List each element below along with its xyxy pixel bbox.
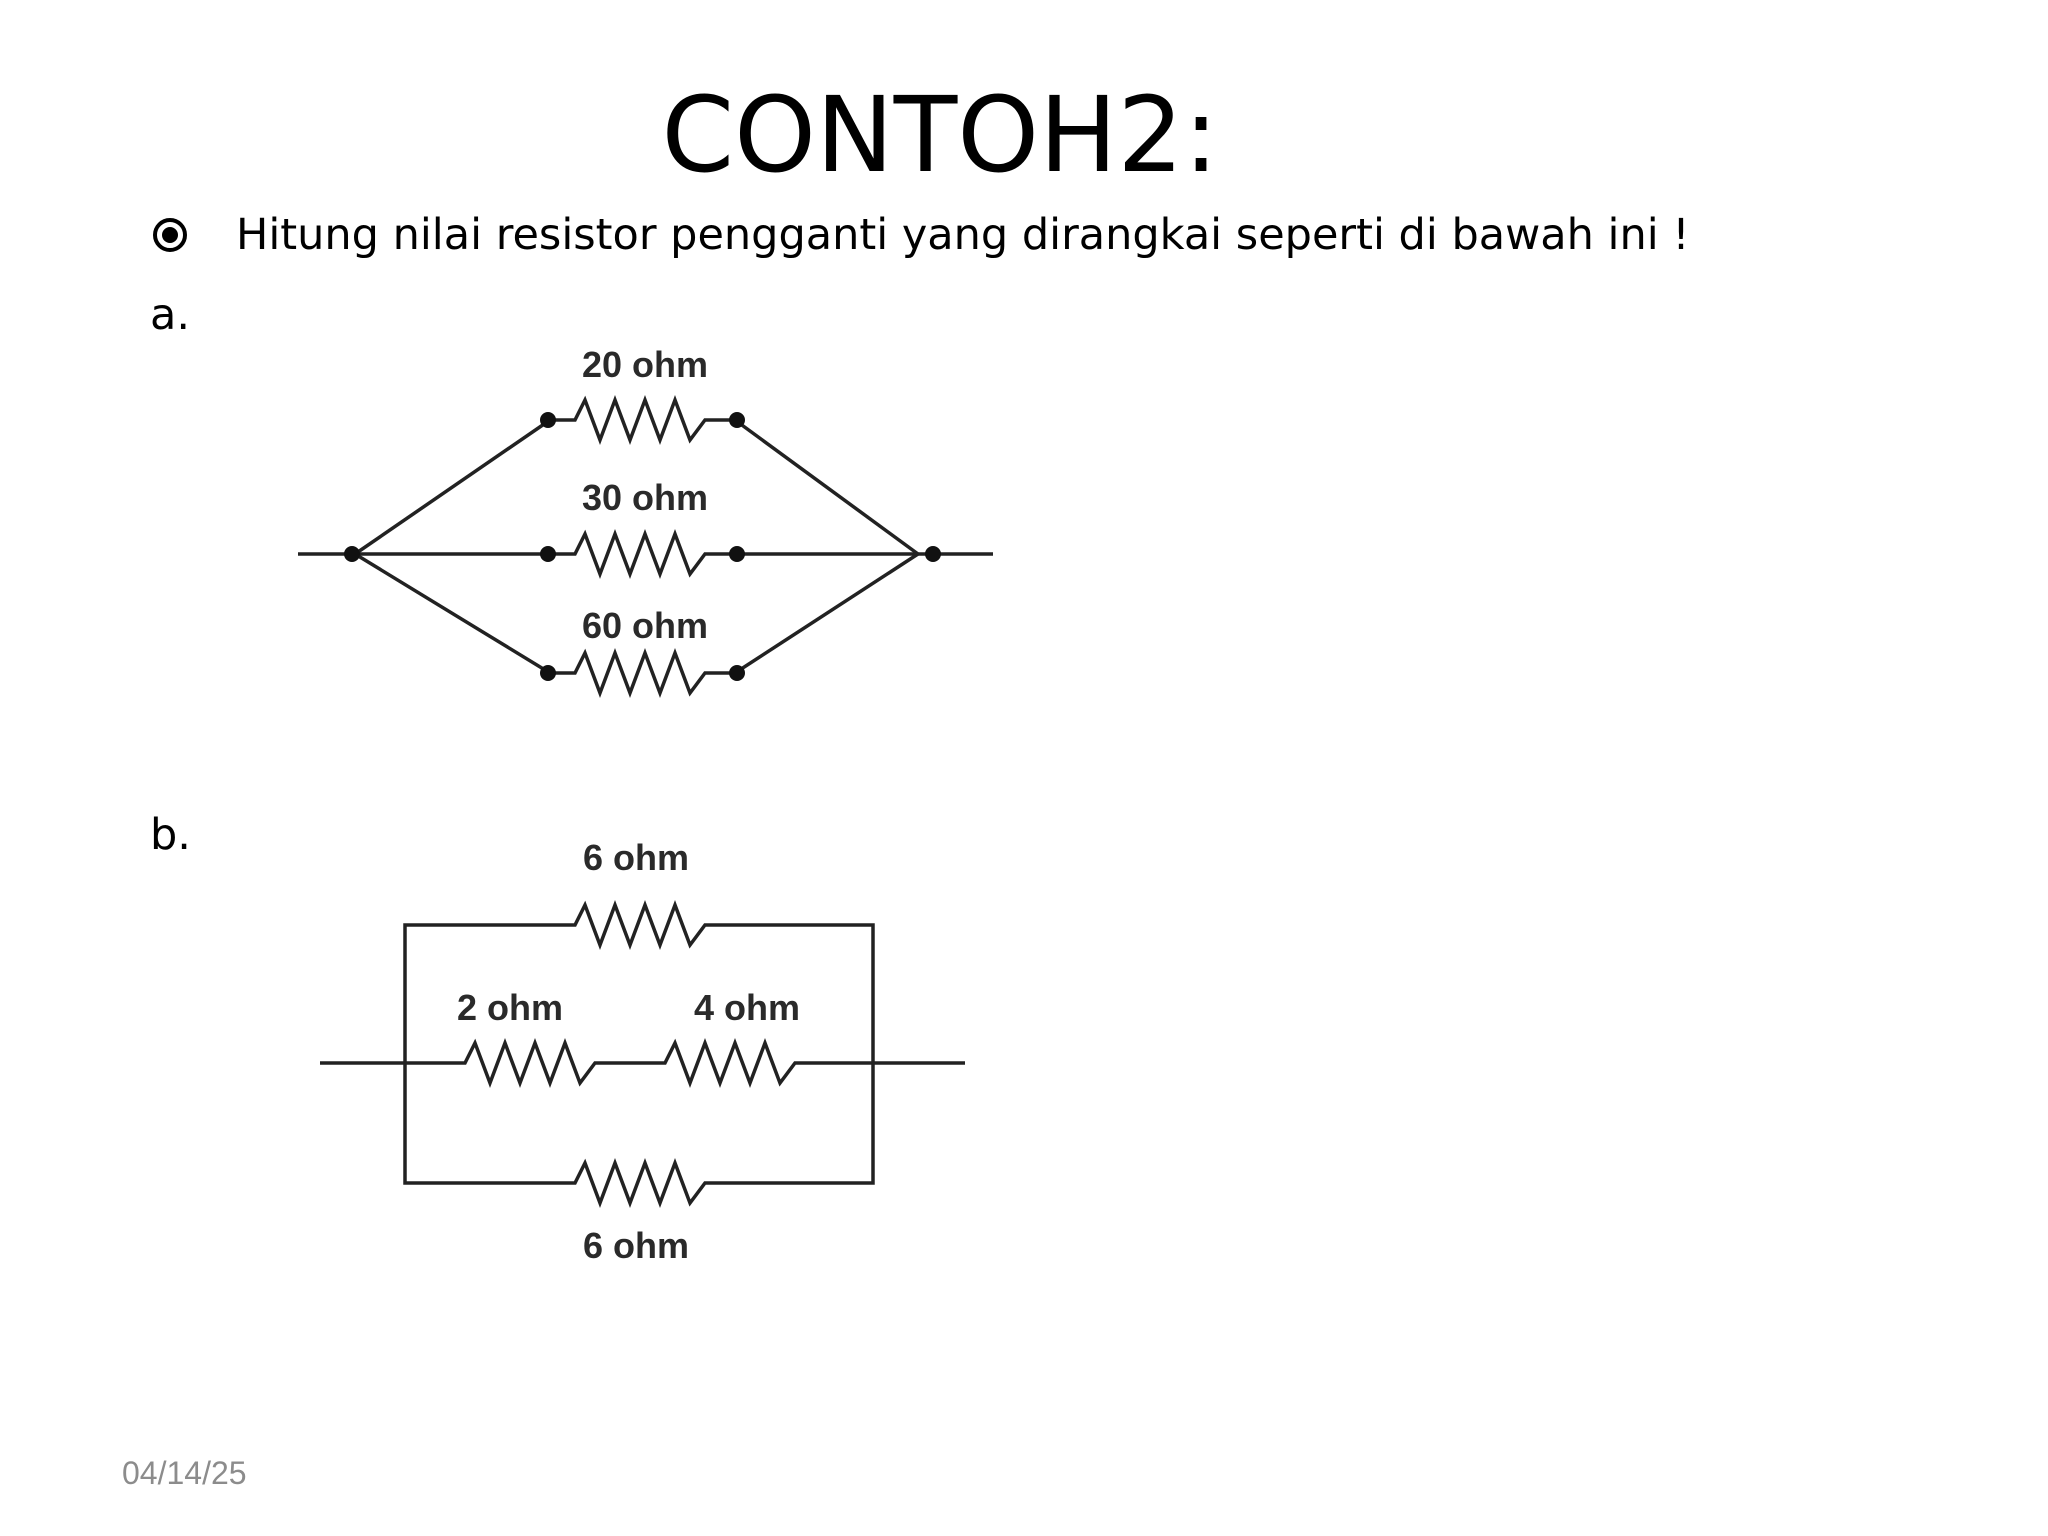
circuit-a-wire [733,418,920,556]
junction-dot [540,546,556,562]
circuit-a-wire [354,552,551,675]
resistor-label: 2 ohm [457,987,563,1028]
slide-title: CONTOH2: [661,74,1219,196]
circuit-b-bottom-branch [403,1063,875,1208]
resistor-label: 30 ohm [582,477,708,518]
junction-dot [729,665,745,681]
circuit-a: 20 ohm 30 ohm 60 ohm [298,344,993,698]
resistor-label: 60 ohm [582,605,708,646]
resistor-label: 4 ohm [694,987,800,1028]
junction-dot [925,546,941,562]
part-b-label: b. [150,810,191,860]
resistor-20-ohm [550,395,735,445]
junction-dot [344,546,360,562]
resistor-4-ohm [660,1038,873,1088]
bullet-text: Hitung nilai resistor pengganti yang dir… [236,210,1690,260]
circuit-b: 6 ohm 2 ohm 4 ohm 6 ohm [320,837,965,1266]
resistor-60-ohm [550,648,735,698]
junction-dot [729,546,745,562]
circuit-a-wire [354,418,551,556]
slide-date: 04/14/25 [122,1455,247,1491]
bullet-item: Hitung nilai resistor pengganti yang dir… [150,205,1690,265]
junction-dot [540,665,556,681]
part-a-label: a. [150,290,191,340]
junction-dot [540,412,556,428]
resistor-30-ohm [550,529,735,579]
resistor-label: 6 ohm [583,1225,689,1266]
resistor-label: 20 ohm [582,344,708,385]
circuit-b-top-branch [403,900,875,1063]
resistor-2-ohm [405,1038,660,1088]
junction-dot [729,412,745,428]
resistor-label: 6 ohm [583,837,689,878]
circuit-a-wire [734,552,919,675]
target-bullet-icon [153,218,187,252]
